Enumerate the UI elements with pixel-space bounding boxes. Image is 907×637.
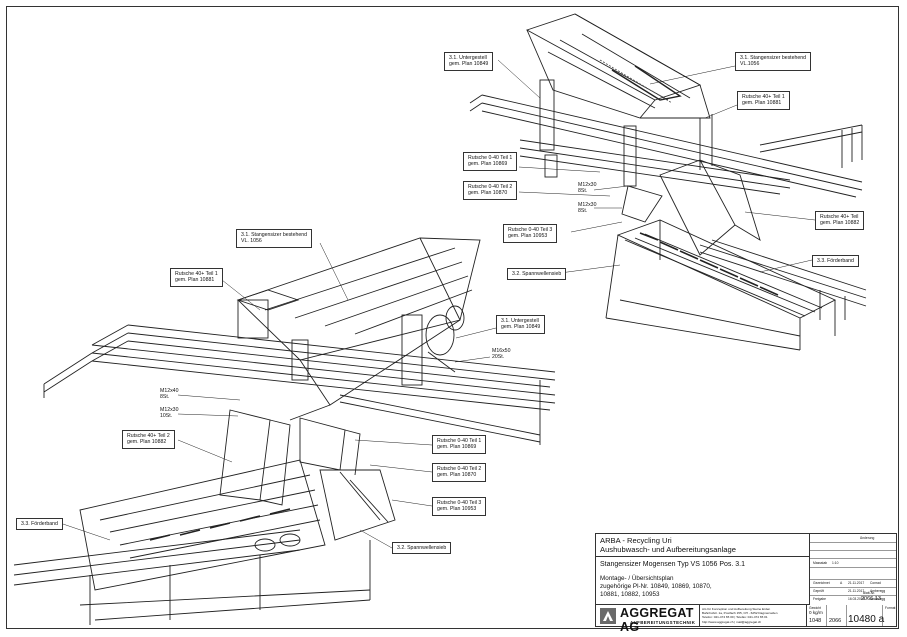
- project-number: 1048: [809, 618, 822, 624]
- rev-date-2: 21.11.2017: [848, 589, 865, 593]
- label-aenderung: Änderung: [860, 536, 875, 540]
- company-address: AG für Konzeption und Aufbereitung Stein…: [702, 607, 778, 624]
- rev-name-1: Conrad: [870, 581, 881, 585]
- company-subtitle: AUFBEREITUNGSTECHNIK: [630, 620, 696, 625]
- company-name: AGGREGAT AG: [620, 606, 694, 634]
- callout-foerderband-top: 3.3. Förderband: [812, 255, 859, 268]
- label-freigabe: Freigabe: [813, 597, 827, 601]
- rev-date-1: 21.11.2017: [848, 581, 865, 585]
- weight-label: Gewicht: [809, 606, 821, 610]
- rev-name-3: Amberegg: [870, 597, 886, 601]
- sheet-border: [6, 6, 899, 629]
- sheet-number: 2066.13: [861, 596, 881, 602]
- label-gezeichnet: Gezeichnet: [813, 581, 830, 585]
- plan-number: 10480 a: [848, 614, 885, 625]
- label-geprueft: Geprüft: [813, 589, 824, 593]
- main-assembly: [13, 237, 556, 625]
- callout-spannwellensieb-main: 3.2. Spannwellensieb: [392, 542, 452, 555]
- title-block: ARBA - Recycling Uri Aushubwasch- und Au…: [595, 533, 897, 634]
- format-label: Format: [885, 606, 896, 610]
- drawing-number-block: Gewicht 0 kg/m 1048 2066 10480 a Blatt-N…: [806, 591, 896, 627]
- weight-value: 0 kg/m: [809, 610, 823, 615]
- rev-mark: A: [840, 581, 843, 585]
- callout-foerderband-main: 3.3. Förderband: [16, 518, 63, 531]
- drawing-description: Stangensizer Mogensen Typ VS 1056 Pos. 3…: [596, 557, 810, 605]
- callout-spannwellensieb-top: 3.2. Spannwellensieb: [507, 268, 567, 281]
- rev-date-3: 16.03.2018: [848, 597, 865, 601]
- top-assembly: [469, 13, 867, 351]
- revision-table: Massstab Gezeichnet Geprüft Freigabe Änd…: [810, 534, 896, 605]
- sheet-label: Blatt-Nr.: [863, 591, 875, 595]
- label-massstab: Massstab: [813, 561, 828, 565]
- rev-name-2: Amberegg: [870, 589, 886, 593]
- company-logo: AGGREGAT AG AUFBEREITUNGSTECHNIK: [596, 605, 700, 634]
- scale-value: 1:10: [832, 561, 839, 565]
- leader-lines: [59, 59, 816, 549]
- project-title: ARBA - Recycling Uri Aushubwasch- und Au…: [596, 534, 810, 557]
- order-number: 2066: [829, 618, 842, 624]
- aggregat-logo-icon: [600, 608, 616, 624]
